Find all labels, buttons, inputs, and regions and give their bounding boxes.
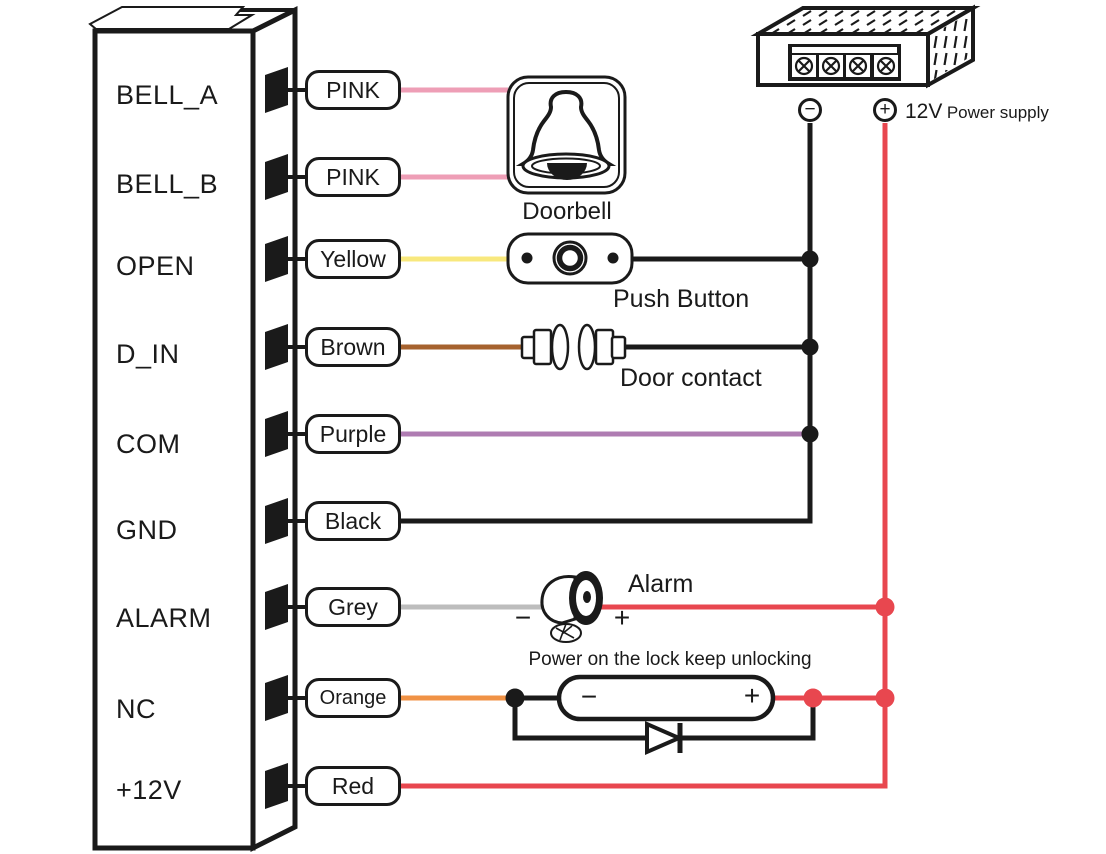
wires <box>401 87 888 789</box>
lock-body <box>556 674 776 722</box>
wire-tag-pink-a: PINK <box>305 70 401 110</box>
pin-gnd <box>265 498 288 544</box>
power-supply-box <box>750 4 981 89</box>
pin-com <box>265 411 288 457</box>
psu-voltage: 12V <box>905 100 943 123</box>
bell-clapper <box>547 163 587 180</box>
wire-tag-red: Red <box>305 766 401 806</box>
diode-bypass-right <box>679 700 816 741</box>
alarm-plus-sign: + <box>613 602 631 633</box>
terminal-label-bell-b: BELL_B <box>116 169 219 199</box>
diode <box>645 720 684 756</box>
terminal-label-gnd: GND <box>116 515 178 545</box>
terminal-label-nc: NC <box>116 694 156 724</box>
alarm-siren-icon <box>540 571 603 643</box>
pin-d-in <box>265 324 288 370</box>
door-contact-label: Door contact <box>620 364 762 392</box>
lock-plus-sign: + <box>743 680 761 711</box>
wire-tag-grey: Grey <box>305 587 401 627</box>
terminal-label-alarm: ALARM <box>116 603 212 633</box>
wire-tag-black: Black <box>305 501 401 541</box>
lock-note-label: Power on the lock keep unlocking <box>528 649 812 670</box>
wire-tag-purple: Purple <box>305 414 401 454</box>
terminal-label-bell-a: BELL_A <box>116 80 219 110</box>
push-button-label: Push Button <box>613 285 750 313</box>
terminal-pins <box>265 67 307 809</box>
psu-plus-terminal: + <box>873 98 897 122</box>
pin-bell-a <box>265 67 288 113</box>
junction-dots <box>505 250 895 708</box>
wire-tag-orange: Orange <box>305 678 401 718</box>
terminal-label-open: OPEN <box>116 251 195 281</box>
controller-front-face <box>92 28 256 851</box>
door-contact-icon <box>520 323 627 371</box>
doorbell-icon <box>506 75 627 195</box>
wire-tag-pink-b: PINK <box>305 157 401 197</box>
doorbell-label: Doorbell <box>522 198 612 225</box>
terminal-label-12v: +12V <box>116 775 182 805</box>
pin-open <box>265 236 288 282</box>
push-button-icon <box>506 232 634 285</box>
pin-nc <box>265 675 288 721</box>
pin-bell-b <box>265 154 288 200</box>
psu-label: Power supply <box>946 103 1049 122</box>
alarm-minus-sign: − <box>514 602 532 633</box>
alarm-label: Alarm <box>628 570 694 598</box>
diode-bypass-left <box>512 698 648 741</box>
psu-minus-terminal: − <box>798 98 822 122</box>
pin-alarm <box>265 584 288 630</box>
terminal-label-d-in: D_IN <box>116 339 180 369</box>
controller-top-lid <box>88 6 256 30</box>
wire-tag-brown: Brown <box>305 327 401 367</box>
lock-minus-sign: − <box>580 681 598 712</box>
bell-body <box>515 89 617 166</box>
pin-12v <box>265 763 288 809</box>
wire-tag-yellow: Yellow <box>305 239 401 279</box>
siren-horn-cone <box>540 575 577 625</box>
psu-caption: 12V Power supply <box>905 100 1049 124</box>
terminal-label-com: COM <box>116 429 181 459</box>
positive-12v-bus-red <box>401 123 888 789</box>
